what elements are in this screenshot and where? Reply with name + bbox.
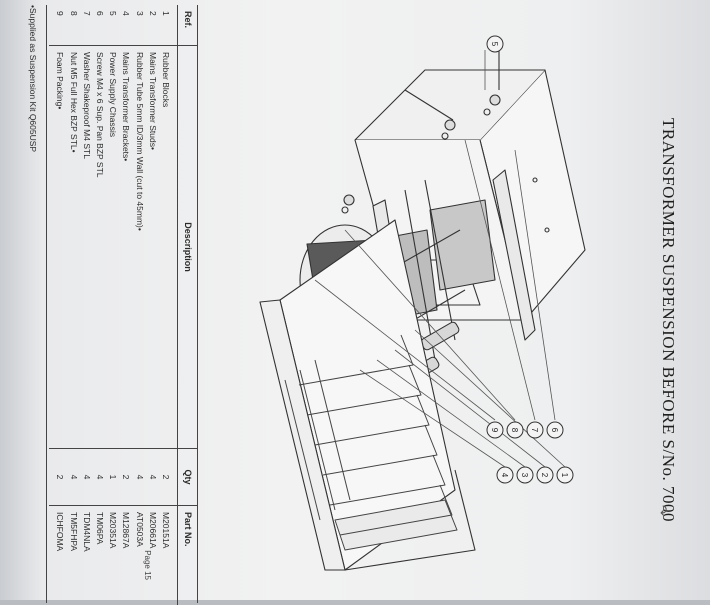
cell-qty: 4: [146, 449, 159, 506]
page-title: TRANSFORMER SUSPENSION BEFORE S/No. 7000: [658, 40, 678, 600]
svg-text:6: 6: [550, 428, 559, 433]
svg-text:7: 7: [530, 428, 539, 433]
svg-text:2: 2: [540, 473, 549, 478]
cell-ref: 7: [80, 5, 93, 46]
callout-8: 8: [507, 422, 523, 438]
svg-text:9: 9: [490, 428, 499, 433]
cell-ref: 2: [146, 5, 159, 46]
cell-ref: 5: [107, 5, 120, 46]
cell-part-no: ICHFOMA: [50, 506, 68, 605]
cell-description: Rubber Tube 5mm ID/3mm Wall (cut to 45mm…: [133, 46, 146, 449]
callout-9: 9: [487, 422, 503, 438]
cell-part-no: TM5FHPA: [67, 506, 80, 605]
callout-5: 5: [487, 36, 503, 52]
cell-description: Screw M4 x 6 Sup. Pan BZP STL: [93, 46, 106, 449]
cell-ref: 1: [159, 5, 177, 46]
callout-7: 7: [527, 422, 543, 438]
cell-description: Nut M5 Full Hex BZP STL•: [67, 46, 80, 449]
manual-page: TRANSFORMER SUSPENSION BEFORE S/No. 7000…: [10, 0, 700, 600]
header-ref: Ref.: [178, 5, 199, 46]
cell-qty: 4: [67, 449, 80, 506]
header-qty: Qty: [178, 449, 199, 506]
svg-text:8: 8: [510, 428, 519, 433]
cell-qty: 4: [80, 449, 93, 506]
cell-part-no: M20151A: [159, 506, 177, 605]
cell-ref: 8: [67, 5, 80, 46]
cell-description: Washer Shakeproof M4 STL: [80, 46, 93, 449]
exploded-diagram: 1 2 3 4 5 6 7 8 9: [215, 30, 645, 590]
page-number: Page 15: [143, 550, 152, 580]
header-part-no: Part No.: [178, 506, 199, 605]
svg-text:3: 3: [520, 473, 529, 478]
cell-qty: 2: [120, 449, 133, 506]
cell-part-no: TDM4NLA: [80, 506, 93, 605]
callout-2: 2: [537, 467, 553, 483]
callout-4: 4: [497, 467, 513, 483]
cell-description: Rubber Blocks: [159, 46, 177, 449]
cell-description: Power Supply Chassis: [107, 46, 120, 449]
cell-qty: 4: [133, 449, 146, 506]
table-header-row: Ref. Description Qty Part No.: [178, 5, 199, 605]
svg-text:5: 5: [490, 42, 499, 47]
cell-description: Foam Packing•: [50, 46, 68, 449]
cell-qty: 2: [159, 449, 177, 506]
cell-part-no: TM06PA: [93, 506, 106, 605]
cell-part-no: M20351A: [107, 506, 120, 605]
cell-qty: 4: [93, 449, 106, 506]
cell-description: Mains Transformer Studs•: [146, 46, 159, 449]
callout-3: 3: [517, 467, 533, 483]
footnote: •Supplied as Suspension Kit Q605USP: [28, 5, 38, 152]
cell-ref: 3: [133, 5, 146, 46]
cell-description: Mains Transformer Brackets•: [120, 46, 133, 449]
header-description: Description: [178, 46, 199, 449]
callout-1: 1: [557, 467, 573, 483]
cell-qty: 1: [107, 449, 120, 506]
svg-text:1: 1: [560, 473, 569, 478]
mouse-cursor-icon: ↷: [654, 505, 670, 516]
callout-6: 6: [547, 422, 563, 438]
cell-ref: 9: [50, 5, 68, 46]
cell-ref: 4: [120, 5, 133, 46]
svg-text:4: 4: [500, 473, 509, 478]
cell-qty: 2: [50, 449, 68, 506]
cell-part-no: M12867A: [120, 506, 133, 605]
cell-ref: 6: [93, 5, 106, 46]
